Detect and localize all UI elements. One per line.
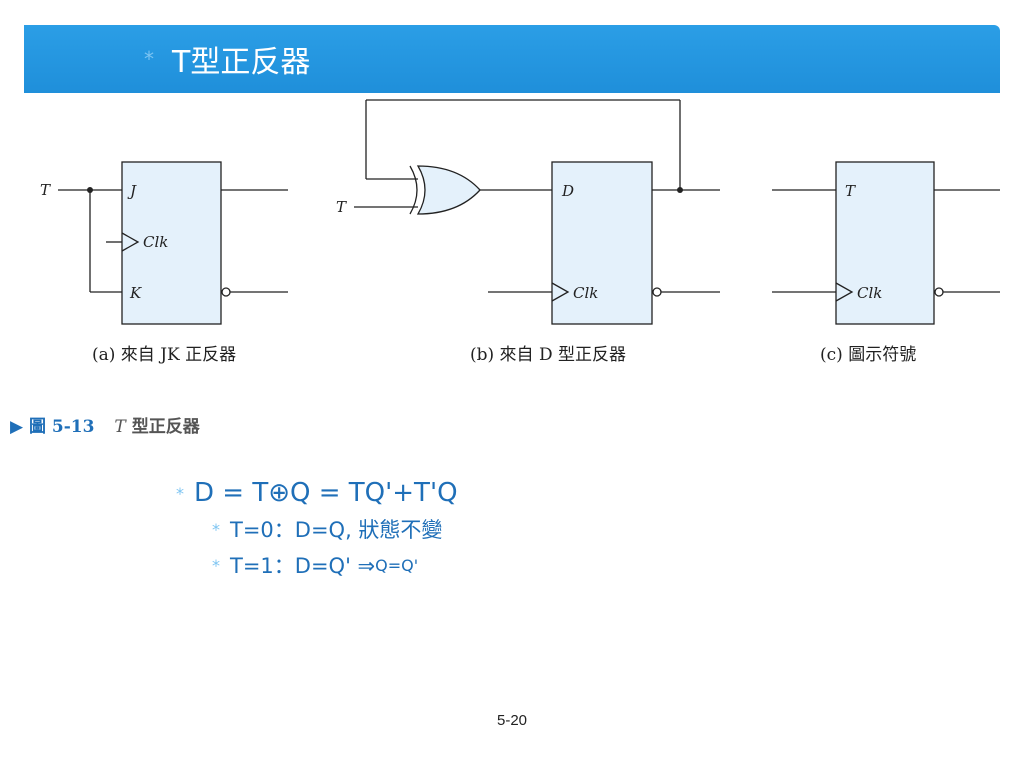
caption-a: (a) 來自 JK 正反器 — [92, 345, 236, 365]
pin-clk-label-a: Clk — [143, 233, 168, 251]
bullet-icon: * — [176, 483, 184, 503]
figure-title-symbol: T — [114, 417, 126, 437]
pin-d-label: D — [561, 182, 574, 200]
clock-triangle-b — [551, 282, 570, 302]
jk-flipflop-box — [121, 161, 222, 325]
equation-main-row: * D = T⊕Q = TQ'+T'Q — [176, 478, 458, 508]
caption-c: (c) 圖示符號 — [820, 345, 916, 365]
bullet-icon: * — [212, 519, 220, 539]
xor-gate — [416, 165, 481, 215]
junction-dot-a — [87, 187, 93, 193]
pin-j-label: J — [127, 182, 137, 200]
clock-triangle-c — [835, 282, 854, 302]
equations-block: * D = T⊕Q = TQ'+T'Q * T=0：D=Q, 狀態不變 * T=… — [176, 478, 458, 580]
xor-gate-input-curve — [409, 165, 418, 215]
equation-case0: T=0：D=Q, 狀態不變 — [230, 518, 443, 542]
equation-case1-rhs: Q=Q' — [375, 555, 419, 575]
pin-t-label-c: T — [845, 182, 856, 200]
bullet-icon: * — [212, 555, 220, 575]
equation-case0-row: * T=0：D=Q, 狀態不變 — [212, 514, 458, 544]
equation-case1-row: * T=1：D=Q' ⇒ Q=Q' — [212, 550, 458, 580]
pin-clk-label-b: Clk — [573, 284, 598, 302]
figure-number: 圖 5-13 — [29, 417, 95, 437]
equation-case1-lhs: T=1：D=Q' ⇒ — [230, 554, 376, 578]
caption-b: (b) 來自 D 型正反器 — [470, 345, 626, 365]
t-flipflop-symbol-box — [835, 161, 935, 325]
pin-k-label: K — [129, 284, 142, 302]
inverted-output-bubble-b — [652, 287, 662, 297]
title-bullet: * — [144, 47, 154, 71]
t-flipflop-diagram: T J Clk K (a) 來自 JK 正反器 T D Clk (b) 來自 D… — [40, 99, 1000, 365]
figure-title-text: 型正反器 — [131, 417, 200, 437]
clock-triangle-a — [121, 232, 140, 252]
equation-main: D = T⊕Q = TQ'+T'Q — [194, 478, 458, 508]
inverted-output-bubble-a — [221, 287, 231, 297]
d-flipflop-box — [551, 161, 653, 325]
slide-title: T型正反器 — [172, 45, 311, 80]
inverted-output-bubble-c — [934, 287, 944, 297]
figure-marker-icon: ▶ — [10, 417, 24, 437]
input-t-label-b: T — [336, 198, 347, 216]
junction-dot-b — [677, 187, 683, 193]
pin-clk-label-c: Clk — [857, 284, 882, 302]
page-number: 5-20 — [496, 712, 528, 729]
input-t-label-a: T — [40, 181, 51, 199]
title-bar: * T型正反器 — [24, 25, 1000, 93]
